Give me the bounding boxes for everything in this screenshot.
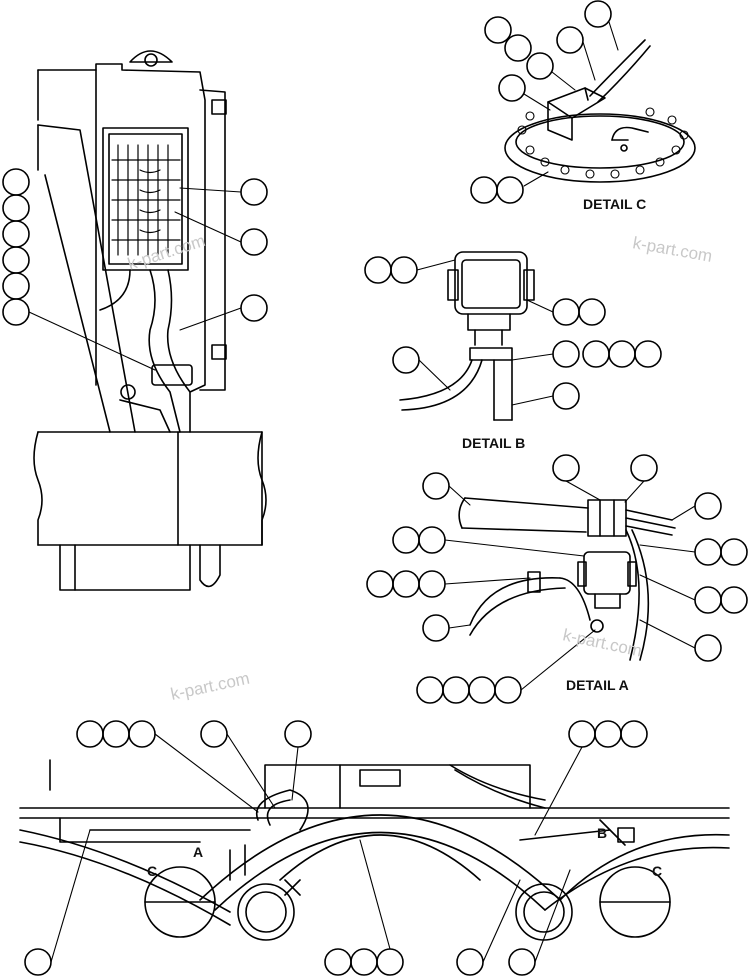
main-panel-assembly: [33, 50, 267, 591]
letter-c-marker-left: C: [147, 863, 157, 879]
watermark-text: k-part.com: [631, 233, 713, 266]
letter-a-marker: A: [193, 844, 203, 860]
watermark-text: k-part.com: [169, 669, 251, 704]
detail-b-label: DETAIL B: [462, 435, 525, 451]
bottom-frame-drawing: [19, 759, 730, 941]
watermark-text: k-part.com: [561, 625, 643, 660]
detail-c-label: DETAIL C: [583, 196, 646, 212]
detail-c-drawing: [504, 39, 696, 183]
detail-a-label: DETAIL A: [566, 677, 629, 693]
detail-a-drawing: [458, 497, 676, 661]
detail-b-drawing: [399, 251, 535, 421]
leader-lines: [28, 21, 696, 963]
letter-b-marker: B: [597, 825, 607, 841]
letter-c-marker-right: C: [652, 863, 662, 879]
